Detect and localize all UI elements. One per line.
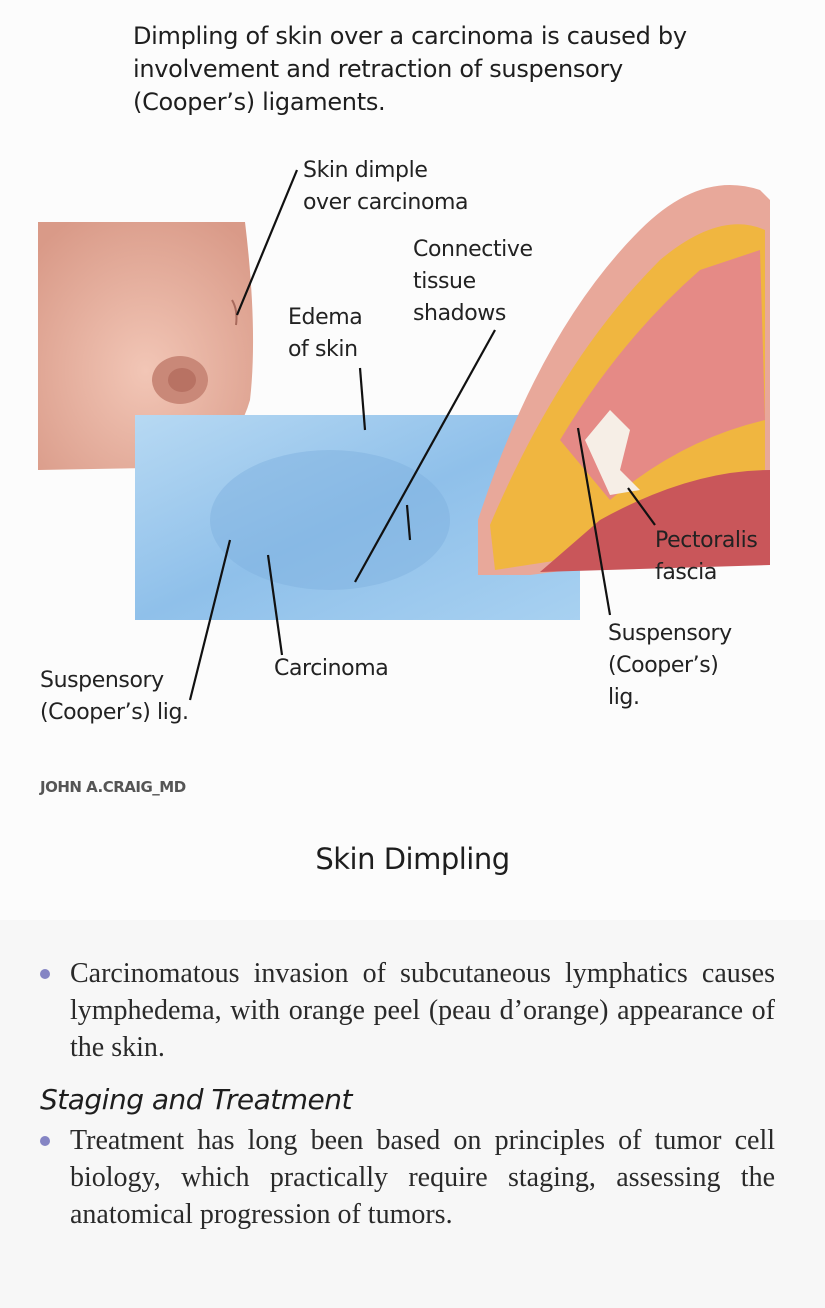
- bullet-text: Treatment has long been based on princip…: [70, 1125, 775, 1230]
- breast-external-view: [38, 222, 254, 470]
- label-line: Edema: [288, 305, 363, 330]
- bullet-icon: [40, 969, 50, 979]
- figure-caption: Dimpling of skin over a carcinoma is cau…: [133, 22, 687, 116]
- label-edema: Edema of skin: [288, 302, 363, 366]
- illustration: [38, 169, 770, 701]
- label-suspensory-right: Suspensory (Cooper’s) lig.: [608, 618, 732, 714]
- label-connective-tissue: Connective tissue shadows: [413, 234, 533, 330]
- bullet-item: Treatment has long been based on princip…: [40, 1122, 775, 1233]
- label-line: of skin: [288, 337, 358, 362]
- leader-suspensory-left: [188, 539, 232, 701]
- label-line: lig.: [608, 685, 640, 710]
- label-suspensory-left: Suspensory (Cooper’s) lig.: [40, 665, 189, 729]
- breast-cross-section: [478, 185, 770, 575]
- label-line: fascia: [655, 560, 717, 585]
- artist-signature: JOHN A.CRAIG_MD: [40, 778, 186, 796]
- label-line: Suspensory: [40, 668, 164, 693]
- leader-pectoralis: [627, 487, 656, 526]
- label-carcinoma: Carcinoma: [274, 656, 389, 681]
- label-line: Pectoralis: [655, 528, 758, 553]
- label-line: Connective: [413, 237, 533, 262]
- label-line: tissue: [413, 269, 476, 294]
- leader-skin-dimple: [235, 169, 299, 316]
- label-line: Skin dimple: [303, 158, 428, 183]
- bullet-icon: [40, 1136, 50, 1146]
- leader-carcinoma: [266, 554, 284, 656]
- label-line: Suspensory: [608, 621, 732, 646]
- lower-text-background: [0, 920, 825, 1308]
- label-line: (Cooper’s) lig.: [40, 700, 189, 725]
- leader-connective: [354, 329, 496, 583]
- label-line: over carcinoma: [303, 190, 469, 215]
- leader-edema: [358, 367, 367, 431]
- label-pectoralis: Pectoralis fascia: [655, 525, 758, 589]
- bullet-item: Carcinomatous invasion of subcutaneous l…: [40, 955, 775, 1066]
- figure-title: Skin Dimpling: [315, 842, 510, 876]
- leader-connective-branch: [405, 504, 412, 541]
- section-heading: Staging and Treatment: [40, 1083, 353, 1116]
- label-skin-dimple: Skin dimple over carcinoma: [303, 155, 469, 219]
- bullet-text: Carcinomatous invasion of subcutaneous l…: [70, 958, 775, 1063]
- label-line: (Cooper’s): [608, 653, 719, 678]
- leader-suspensory-right: [576, 427, 612, 616]
- label-line: shadows: [413, 301, 506, 326]
